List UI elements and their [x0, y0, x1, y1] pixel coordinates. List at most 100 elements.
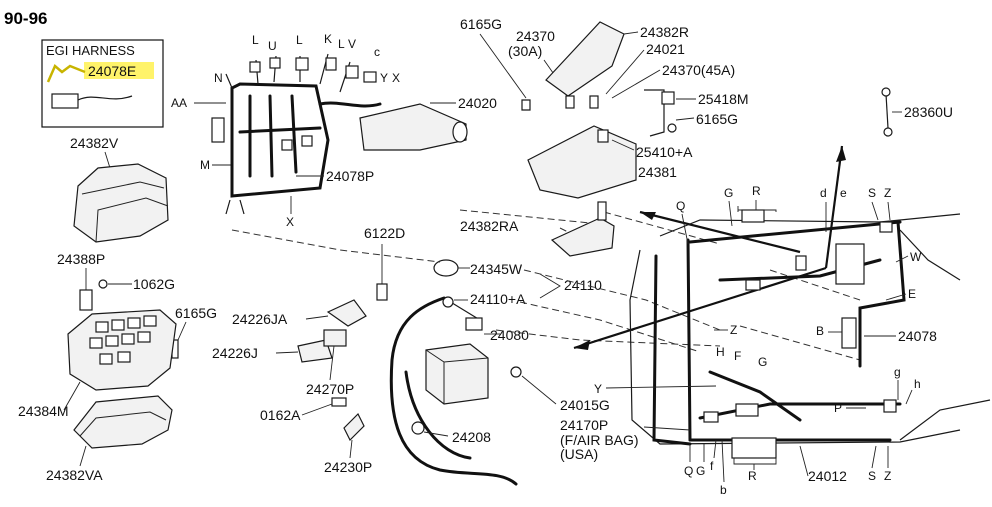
letter-X: X: [286, 215, 294, 229]
inset-egi-harness: EGI HARNESS 24078E: [41, 39, 164, 128]
label-24382V[interactable]: 24382V: [70, 135, 119, 151]
letter-g: g: [894, 365, 901, 379]
fuse-cover-24382R: [545, 21, 625, 97]
letter-Q: Q: [676, 199, 685, 213]
letter-P: P: [834, 401, 842, 415]
letter-Z-bottom: Z: [884, 469, 891, 483]
letter-f: f: [710, 459, 714, 473]
terminal-cover-24345W: [433, 259, 459, 277]
label-24382VA[interactable]: 24382VA: [46, 467, 103, 483]
letter-H: H: [716, 345, 725, 359]
bolt-0162A-icon: [331, 397, 347, 407]
fuse-box-group: 6165G 24370 (30A) 24382R 24021 24370(45A…: [460, 16, 749, 199]
label-24015G[interactable]: 24015G: [560, 397, 610, 413]
reference-lines: [231, 209, 861, 361]
battery: [425, 343, 489, 405]
label-24370-45A[interactable]: 24370(45A): [662, 62, 735, 78]
letter-Z-top: Z: [884, 186, 891, 200]
letter-Q-bottom: Q: [684, 464, 693, 478]
label-24384M[interactable]: 24384M: [18, 403, 69, 419]
letter-N: N: [214, 71, 223, 85]
label-24170P[interactable]: 24170P: [560, 417, 608, 433]
letter-G-bottom: G: [696, 464, 705, 478]
letter-c: c: [374, 45, 380, 59]
engine-harness-group: AA N M L U L K L V c Y X X: [171, 32, 497, 229]
harness-sketch-icon: [46, 63, 86, 83]
diagram-code: 90-96: [4, 9, 47, 28]
label-24170P-sub2: (USA): [560, 446, 598, 462]
letter-S-top: S: [868, 186, 876, 200]
label-1062G[interactable]: 1062G: [133, 276, 175, 292]
letter-G-top: G: [724, 186, 733, 200]
letter-h: h: [914, 377, 921, 391]
label-24270P[interactable]: 24270P: [306, 381, 354, 397]
label-24388P[interactable]: 24388P: [57, 251, 105, 267]
battery-group: 6122D 24226JA 24226J 24270P 0162A 24230P…: [212, 225, 610, 486]
label-24230P[interactable]: 24230P: [324, 459, 372, 475]
label-28360U[interactable]: 28360U: [904, 104, 953, 120]
label-24021[interactable]: 24021: [646, 41, 685, 57]
label-24382RA[interactable]: 24382RA: [460, 218, 519, 234]
label-24078[interactable]: 24078: [898, 328, 937, 344]
letter-X-top: X: [392, 71, 400, 85]
inset-part-label[interactable]: 24078E: [88, 63, 136, 79]
label-25410A[interactable]: 25410+A: [636, 144, 693, 160]
harness-connectors-right: [703, 209, 897, 459]
clip-24270P: [323, 329, 347, 347]
dash-outline: [629, 249, 961, 445]
instrument-harness-group: Q G R d e S Z W E B Z H F G Y P g h Q G …: [560, 184, 991, 497]
letter-F: F: [734, 349, 741, 363]
letter-d: d: [820, 186, 827, 200]
label-24110A[interactable]: 24110+A: [470, 291, 526, 307]
highlight-bar: [84, 62, 154, 79]
letter-Y: Y: [380, 71, 388, 85]
label-24226JA[interactable]: 24226JA: [232, 311, 288, 327]
label-6165G-top[interactable]: 6165G: [460, 16, 502, 32]
letter-V: V: [348, 37, 356, 51]
letter-b: b: [720, 483, 727, 497]
letter-e: e: [840, 186, 847, 200]
label-24345W[interactable]: 24345W: [470, 261, 523, 277]
label-0162A[interactable]: 0162A: [260, 407, 301, 423]
inset-title: EGI HARNESS: [46, 43, 135, 58]
bracket-24382RA: [550, 217, 615, 257]
clip-24208: [411, 421, 425, 435]
label-24381[interactable]: 24381: [638, 164, 677, 180]
label-24370-30A[interactable]: 24370: [516, 28, 555, 44]
engine-harness-loop: [230, 82, 330, 198]
label-24226J[interactable]: 24226J: [212, 345, 258, 361]
connector-icon: [51, 93, 79, 109]
arrows: [573, 145, 846, 350]
bolt-6165G-right-icon: [667, 123, 677, 133]
label-24382R[interactable]: 24382R: [640, 24, 689, 40]
relay-sockets: [89, 315, 157, 365]
letter-W: W: [910, 250, 922, 264]
label-24078P[interactable]: 24078P: [326, 168, 374, 184]
letter-L3: L: [338, 37, 345, 51]
fuse-box-24381: [527, 125, 637, 199]
bracket-24230P: [343, 412, 365, 442]
letter-R-top: R: [752, 184, 761, 198]
letter-B: B: [816, 324, 824, 338]
label-6165G-right[interactable]: 6165G: [696, 111, 738, 127]
label-24012[interactable]: 24012: [808, 468, 847, 484]
label-6122D[interactable]: 6122D: [364, 225, 405, 241]
label-24080[interactable]: 24080: [490, 327, 529, 343]
ground-terminal-top: [881, 87, 891, 97]
letter-L1: L: [252, 33, 259, 47]
label-25418M[interactable]: 25418M: [698, 91, 749, 107]
ground-strap-group: 28360U: [881, 87, 953, 137]
label-6165G-left[interactable]: 6165G: [175, 305, 217, 321]
label-24370-30A-sub: (30A): [508, 43, 542, 59]
relay-box-group: 24382V 24388P 1062G 6165G 24384M: [18, 135, 217, 483]
harness-24078-left: [652, 254, 692, 446]
letter-U: U: [268, 39, 277, 53]
letter-S-bottom: S: [868, 469, 876, 483]
relay-box-base-24382VA: [73, 395, 173, 449]
label-24020[interactable]: 24020: [458, 95, 497, 111]
letter-Y-mid: Y: [594, 382, 602, 396]
harness-tube-24020: [359, 103, 467, 151]
label-24208[interactable]: 24208: [452, 429, 491, 445]
